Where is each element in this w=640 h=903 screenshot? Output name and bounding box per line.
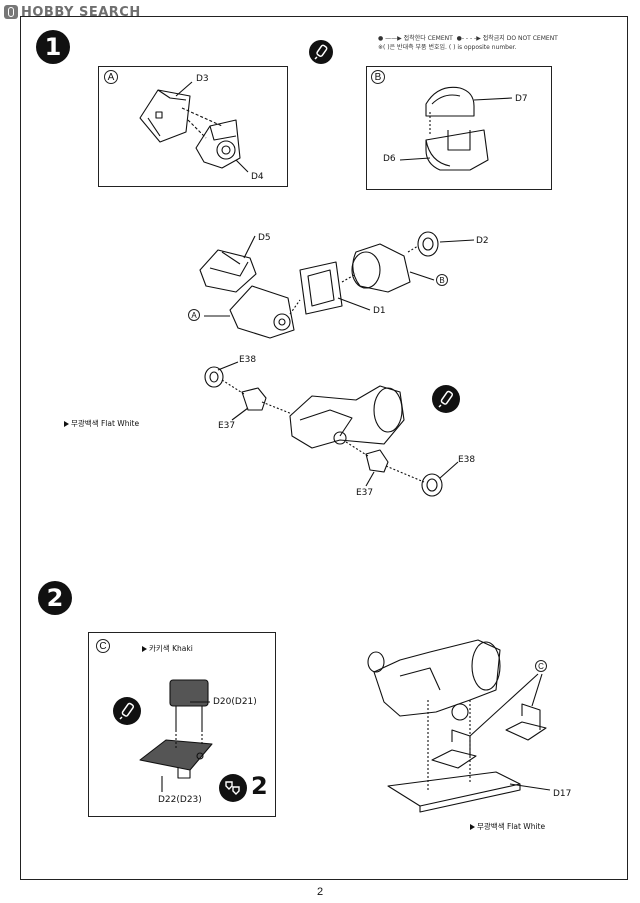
paint-note-flat-white: 무광백색 Flat White	[64, 418, 139, 429]
seat-c-left-drawing	[431, 729, 477, 769]
seat-c-right-drawing	[505, 703, 547, 741]
part-label: E38	[239, 355, 257, 365]
cement-icon	[113, 697, 141, 725]
box-a-letter-text: A	[107, 71, 115, 83]
box-b-letter-text: B	[374, 71, 382, 83]
part-label: D7	[515, 94, 528, 104]
ref-b-marker: B	[436, 274, 448, 286]
legend-opposite-text: ( )은 반대측 부품 번호임. ( ) is opposite number.	[383, 44, 517, 51]
box-c-letter-text: C	[99, 640, 107, 652]
detail-box-c	[88, 632, 276, 817]
box-b-letter: B	[371, 70, 385, 84]
part-e37-left-drawing	[241, 387, 267, 411]
part-e37-right-drawing	[365, 449, 389, 473]
legend-no-cement-text: 접착금지 DO NOT CEMENT	[482, 35, 558, 42]
part-e38-right-drawing	[421, 473, 443, 497]
part-label: D2	[476, 236, 489, 246]
ref-b-text: B	[439, 275, 445, 285]
page-frame	[20, 16, 628, 880]
part-label: D5	[258, 233, 271, 243]
pointer-icon	[64, 421, 69, 427]
quantity-count: 2	[251, 772, 268, 800]
step-1-number: 1	[36, 30, 70, 64]
paint-note-text: 무광백색 Flat White	[477, 822, 546, 831]
part-label: D22(D23)	[158, 795, 202, 805]
pointer-icon	[470, 824, 475, 830]
part-label: D3	[196, 74, 209, 84]
make-two-icon	[219, 774, 247, 802]
paint-note-khaki: 카키색 Khaki	[142, 643, 193, 654]
legend: ● ——▶ 접착한다 CEMENT ●- - - -▶ 접착금지 DO NOT …	[378, 34, 558, 52]
page-number: 2	[316, 886, 324, 898]
box-c-letter: C	[96, 639, 110, 653]
part-d1-drawing	[299, 261, 343, 315]
step-1-number-text: 1	[44, 33, 62, 61]
paint-note-text: 카키색 Khaki	[149, 644, 193, 653]
part-label: E37	[356, 488, 374, 498]
part-d4-drawing	[195, 119, 241, 169]
detail-box-b	[366, 66, 552, 190]
ref-a-text: A	[191, 310, 197, 320]
part-d22-seat-drawing	[139, 739, 213, 779]
step-2-number: 2	[38, 581, 72, 615]
paint-note-text: 무광백색 Flat White	[71, 419, 140, 428]
watermark-text: HOBBY SEARCH	[21, 4, 141, 20]
step2-body-drawing	[367, 639, 501, 721]
part-label: D20(D21)	[213, 697, 257, 707]
legend-opposite: ※( )은 반대측 부품 번호임. ( ) is opposite number…	[378, 44, 517, 51]
legend-cement: ● ——▶ 접착한다 CEMENT ●- - - -▶ 접착금지 DO NOT …	[378, 35, 558, 42]
part-e38-left-drawing	[204, 366, 224, 388]
legend-cement-text: 접착한다 CEMENT	[403, 35, 453, 42]
part-d20-seatback-drawing	[169, 679, 209, 730]
part-d5-drawing	[199, 249, 257, 293]
ref-c-marker: C	[535, 660, 547, 672]
ref-a-marker: A	[188, 309, 200, 321]
part-d3-drawing	[139, 89, 191, 143]
ref-c-text: C	[538, 661, 544, 671]
part-a-block-drawing	[229, 285, 295, 339]
part-label: D6	[383, 154, 396, 164]
box-a-letter: A	[104, 70, 118, 84]
part-d7-drawing	[425, 86, 475, 117]
part-label: E38	[458, 455, 476, 465]
part-label: E37	[218, 421, 236, 431]
detail-box-a	[98, 66, 288, 187]
pointer-icon	[142, 646, 147, 652]
part-label: D4	[251, 172, 264, 182]
watermark-logo-icon	[4, 5, 18, 19]
main-body-drawing	[289, 385, 405, 449]
step-2-number-text: 2	[46, 584, 64, 612]
cement-icon	[309, 40, 333, 64]
paint-note-flat-white-2: 무광백색 Flat White	[470, 821, 545, 832]
part-label: D1	[373, 306, 386, 316]
part-d2-assembly-drawing	[351, 231, 439, 293]
part-d6-drawing	[425, 129, 489, 171]
cement-icon	[432, 385, 460, 413]
part-label: D17	[553, 789, 572, 799]
